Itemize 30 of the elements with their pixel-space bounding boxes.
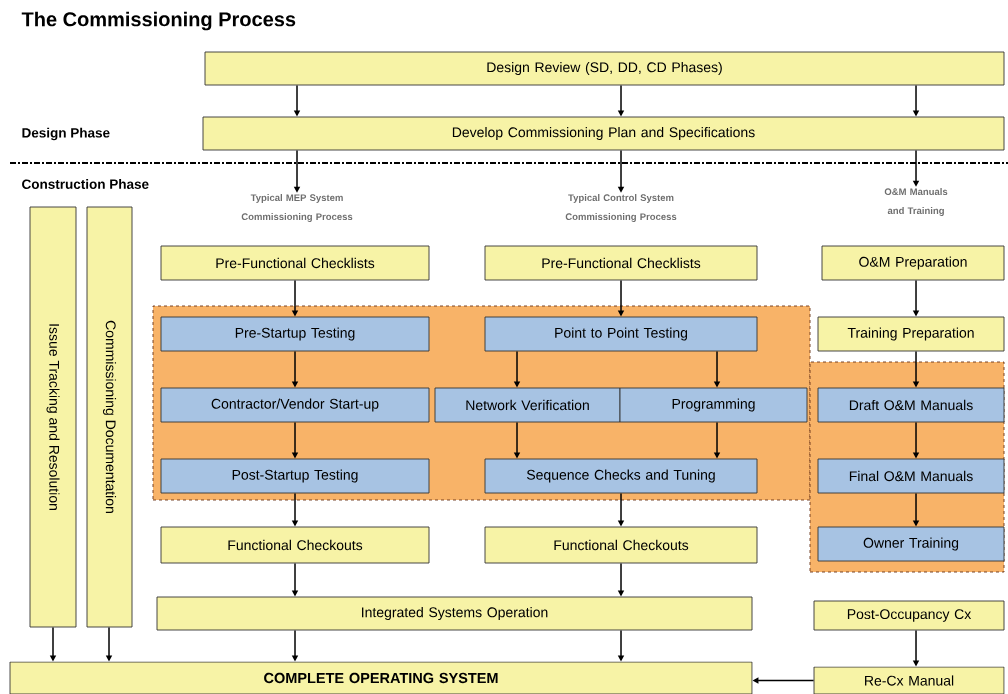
process-box: Re-Cx Manual xyxy=(813,666,1005,694)
column-heading: Typical Control System Commissioning Process xyxy=(565,194,677,222)
process-box: Programming xyxy=(619,387,808,423)
process-box: Pre-Functional Checklists xyxy=(484,245,758,281)
title: The Commissioning Process xyxy=(21,11,296,31)
process-box: COMPLETE OPERATING SYSTEM xyxy=(9,661,753,694)
phase-label: Construction Phase xyxy=(22,179,149,189)
process-box: Design Review (SD, DD, CD Phases) xyxy=(204,51,1005,86)
process-box: Owner Training xyxy=(817,526,1005,562)
process-box: Draft O&M Manuals xyxy=(817,387,1005,423)
process-box: Point to Point Testing xyxy=(484,316,758,352)
process-box: Training Preparation xyxy=(817,316,1005,352)
process-box: Final O&M Manuals xyxy=(817,458,1005,494)
process-box: Post-Occupancy Cx xyxy=(813,600,1005,631)
process-box: Contractor/Vendor Start-up xyxy=(160,387,430,423)
process-box: Pre-Startup Testing xyxy=(160,316,430,352)
process-box: Develop Commissioning Plan and Specifications xyxy=(202,116,1005,151)
side-bar-box: Issue Tracking and Resolution xyxy=(29,206,77,628)
process-box: Functional Checkouts xyxy=(160,526,430,564)
process-box: Network Verification xyxy=(434,387,621,423)
process-box: Functional Checkouts xyxy=(484,526,758,564)
process-box: O&M Preparation xyxy=(821,245,1005,281)
process-box: Integrated Systems Operation xyxy=(156,596,753,631)
process-box: Sequence Checks and Tuning xyxy=(484,458,758,494)
phase-label: Design Phase xyxy=(22,127,110,141)
side-bar-box: Commissioning Documentation xyxy=(86,206,133,628)
column-heading: O&M Manuals and Training xyxy=(884,188,948,216)
process-box: Pre-Functional Checklists xyxy=(160,245,430,281)
process-box: Post-Startup Testing xyxy=(160,458,430,494)
column-heading: Typical MEP System Commissioning Process xyxy=(241,194,353,222)
